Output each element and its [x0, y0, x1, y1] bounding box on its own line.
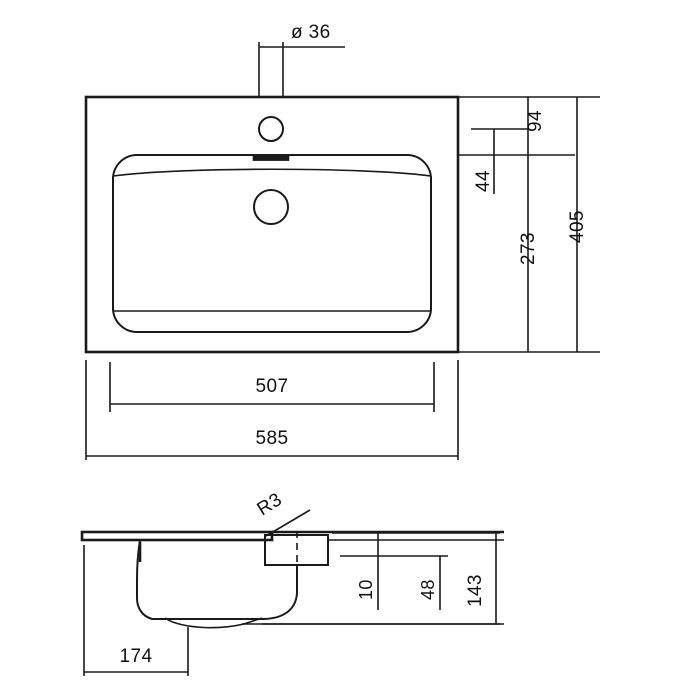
- dim-label-rim-thickness: 10: [356, 579, 376, 600]
- radius-callout: R3: [254, 489, 311, 537]
- dim-group-section-vertical: 10 48 143: [262, 532, 500, 625]
- drain-hole-circle: [253, 189, 289, 225]
- dim-label-overall-depth: 405: [567, 210, 588, 243]
- dim-drain-offset: 174: [83, 545, 189, 676]
- overflow-slot: [252, 155, 290, 161]
- drain-bulge: [164, 617, 263, 629]
- dim-label-overflow-offset: 94: [525, 110, 546, 132]
- dim-group-horizontal: 507 585: [85, 360, 459, 460]
- dim-label-tap-hole-diameter: ø 36: [291, 22, 331, 43]
- dim-label-radius: R3: [254, 489, 286, 520]
- bowl-section-profile: [136, 539, 298, 620]
- dim-label-bowl-drop: 48: [418, 579, 438, 600]
- dim-label-drain-offset: 174: [120, 646, 153, 667]
- r3-leader-line: [265, 509, 311, 537]
- basin-rounded-rect: [112, 154, 432, 333]
- plan-view: [84, 95, 460, 354]
- dim-label-tap-hole-offset: 44: [473, 170, 494, 192]
- dim-label-overall-height: 143: [465, 574, 486, 607]
- counter-rim-band: [80, 530, 274, 542]
- counter-rectangle: [84, 95, 460, 354]
- dim-tap-hole-diameter: ø 36: [258, 22, 345, 97]
- basin-inner-top-edge: [112, 168, 432, 177]
- dim-label-basin-depth-back: 273: [518, 232, 539, 265]
- dim-label-overall-width: 585: [256, 428, 289, 449]
- dim-group-vertical: 94 44 273 405: [458, 96, 600, 353]
- tap-hole-circle: [258, 116, 284, 142]
- dim-label-basin-width: 507: [256, 376, 289, 397]
